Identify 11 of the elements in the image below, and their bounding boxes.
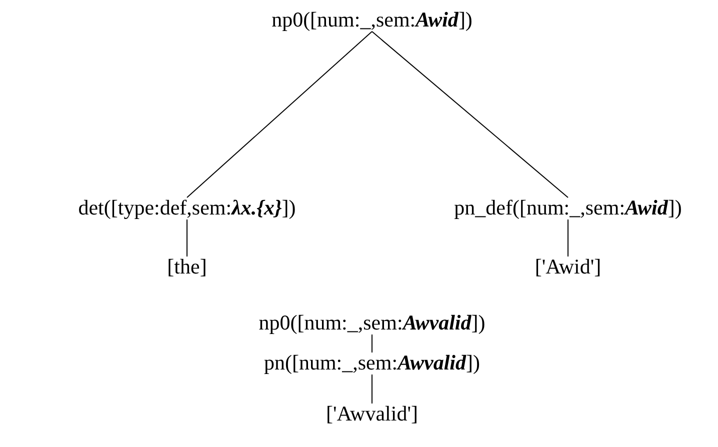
tree-node-label: np0([num:_,sem:Awid])	[270, 7, 474, 33]
tree-node-label: [the]	[165, 254, 209, 280]
tree-node-label: ['Awid']	[532, 254, 604, 280]
tree-branch-line	[186, 31, 372, 198]
tree-node-label: pn([num:_,sem:Awvalid])	[262, 350, 482, 376]
tree-node-label: pn_def([num:_,sem:Awid])	[452, 195, 684, 221]
tree-node-label: np0([num:_,sem:Awvalid])	[256, 310, 488, 336]
tree-node-label: ['Awvalid']	[324, 401, 420, 427]
tree-node-label: det([type:def,sem:λx.{x}])	[76, 195, 298, 221]
tree-branch-line	[372, 31, 568, 198]
tree-branch-line	[186, 219, 188, 257]
